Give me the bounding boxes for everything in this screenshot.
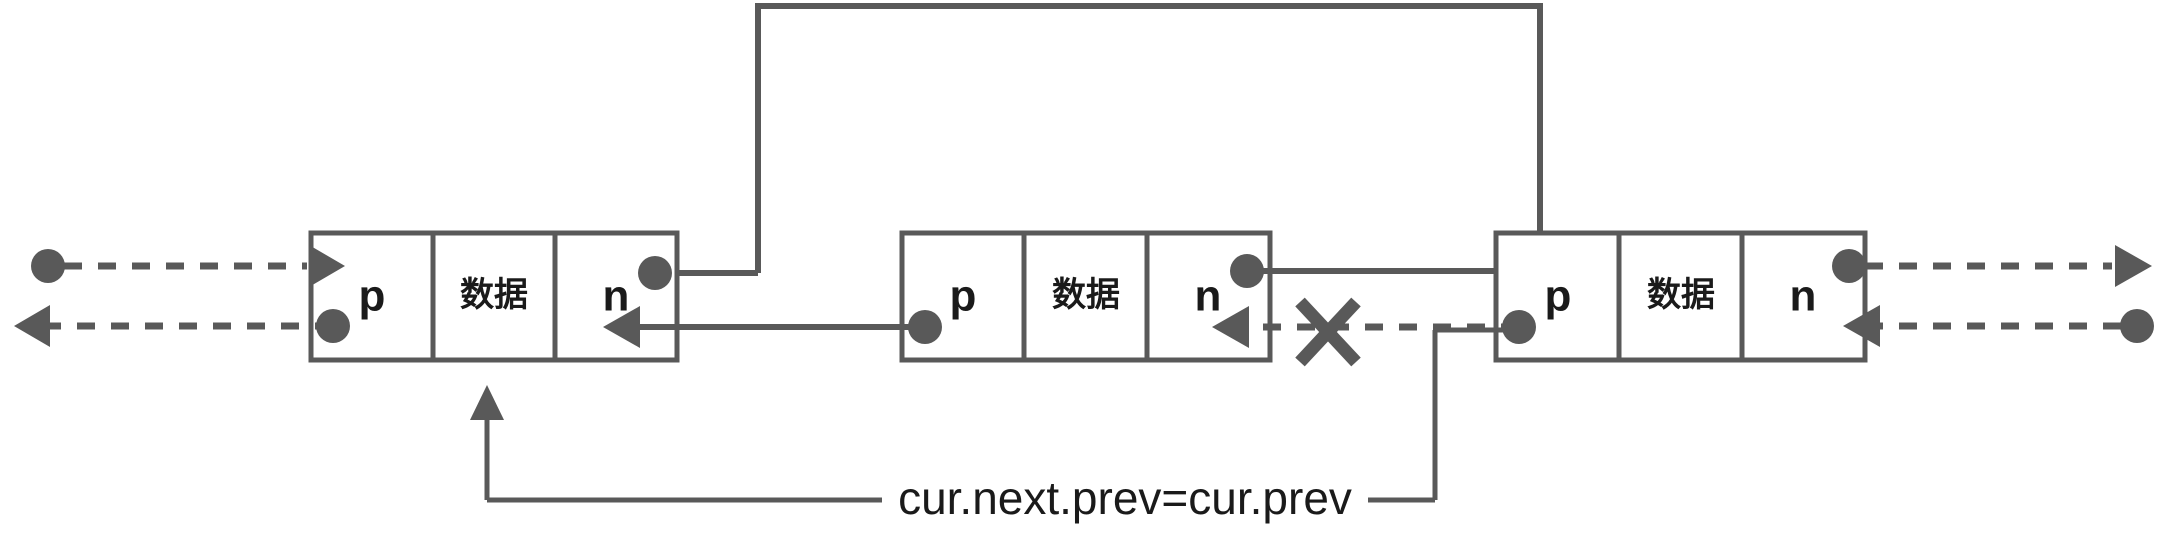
arrow-head-left-into-curnode-n <box>1212 306 1249 348</box>
node-data-cell-label: 数据 <box>1647 276 1715 314</box>
node-prev-node: p 数据 n <box>308 230 680 363</box>
node-prev-cell-label: p <box>950 272 977 321</box>
link-curnode-prev-to-prevnode <box>603 306 925 348</box>
node-next-cell-label: n <box>1195 272 1222 321</box>
arrow-head-up-into-prevnode <box>470 385 504 420</box>
cross-icon <box>1295 297 1361 367</box>
external-prev-node-next-dot <box>31 249 65 283</box>
link-outgoing-prev <box>1843 305 2154 347</box>
link-incoming-prev <box>14 305 333 347</box>
arrow-head-left-into-nextnode-n <box>1843 305 1880 347</box>
node-next-node: p 数据 n <box>1493 230 1868 363</box>
node-next-cell-label: n <box>603 272 630 321</box>
arrow-head-left-to-outside <box>14 305 50 347</box>
next-pointer-dot <box>1832 249 1866 283</box>
node-box <box>899 230 1273 363</box>
node-box <box>308 230 680 363</box>
node-data-cell-label: 数据 <box>460 276 528 314</box>
node-cur-node: p 数据 n <box>899 230 1273 363</box>
caption-leader-right <box>1368 327 1519 503</box>
node-prev-cell-label: p <box>1545 272 1572 321</box>
node-prev-cell-label: p <box>359 272 386 321</box>
link-nextnode-prev-to-curnode <box>1212 297 1519 367</box>
caption-label: cur.next.prev=cur.prev <box>898 472 1352 524</box>
caption-leader-left <box>470 385 882 503</box>
node-next-cell-label: n <box>1790 272 1817 321</box>
node-data-cell-label: 数据 <box>1052 276 1120 314</box>
arrow-head-right-into-prevnode-p <box>309 245 345 287</box>
node-box <box>1493 230 1868 363</box>
external-next-node-prev-dot <box>2120 309 2154 343</box>
arrow-head-right-to-outside <box>2115 245 2152 287</box>
next-pointer-dot <box>638 256 672 290</box>
arrow-head-left-into-prevnode-n <box>603 306 640 348</box>
link-outgoing-next <box>1865 245 2152 287</box>
link-incoming-next <box>31 245 345 287</box>
